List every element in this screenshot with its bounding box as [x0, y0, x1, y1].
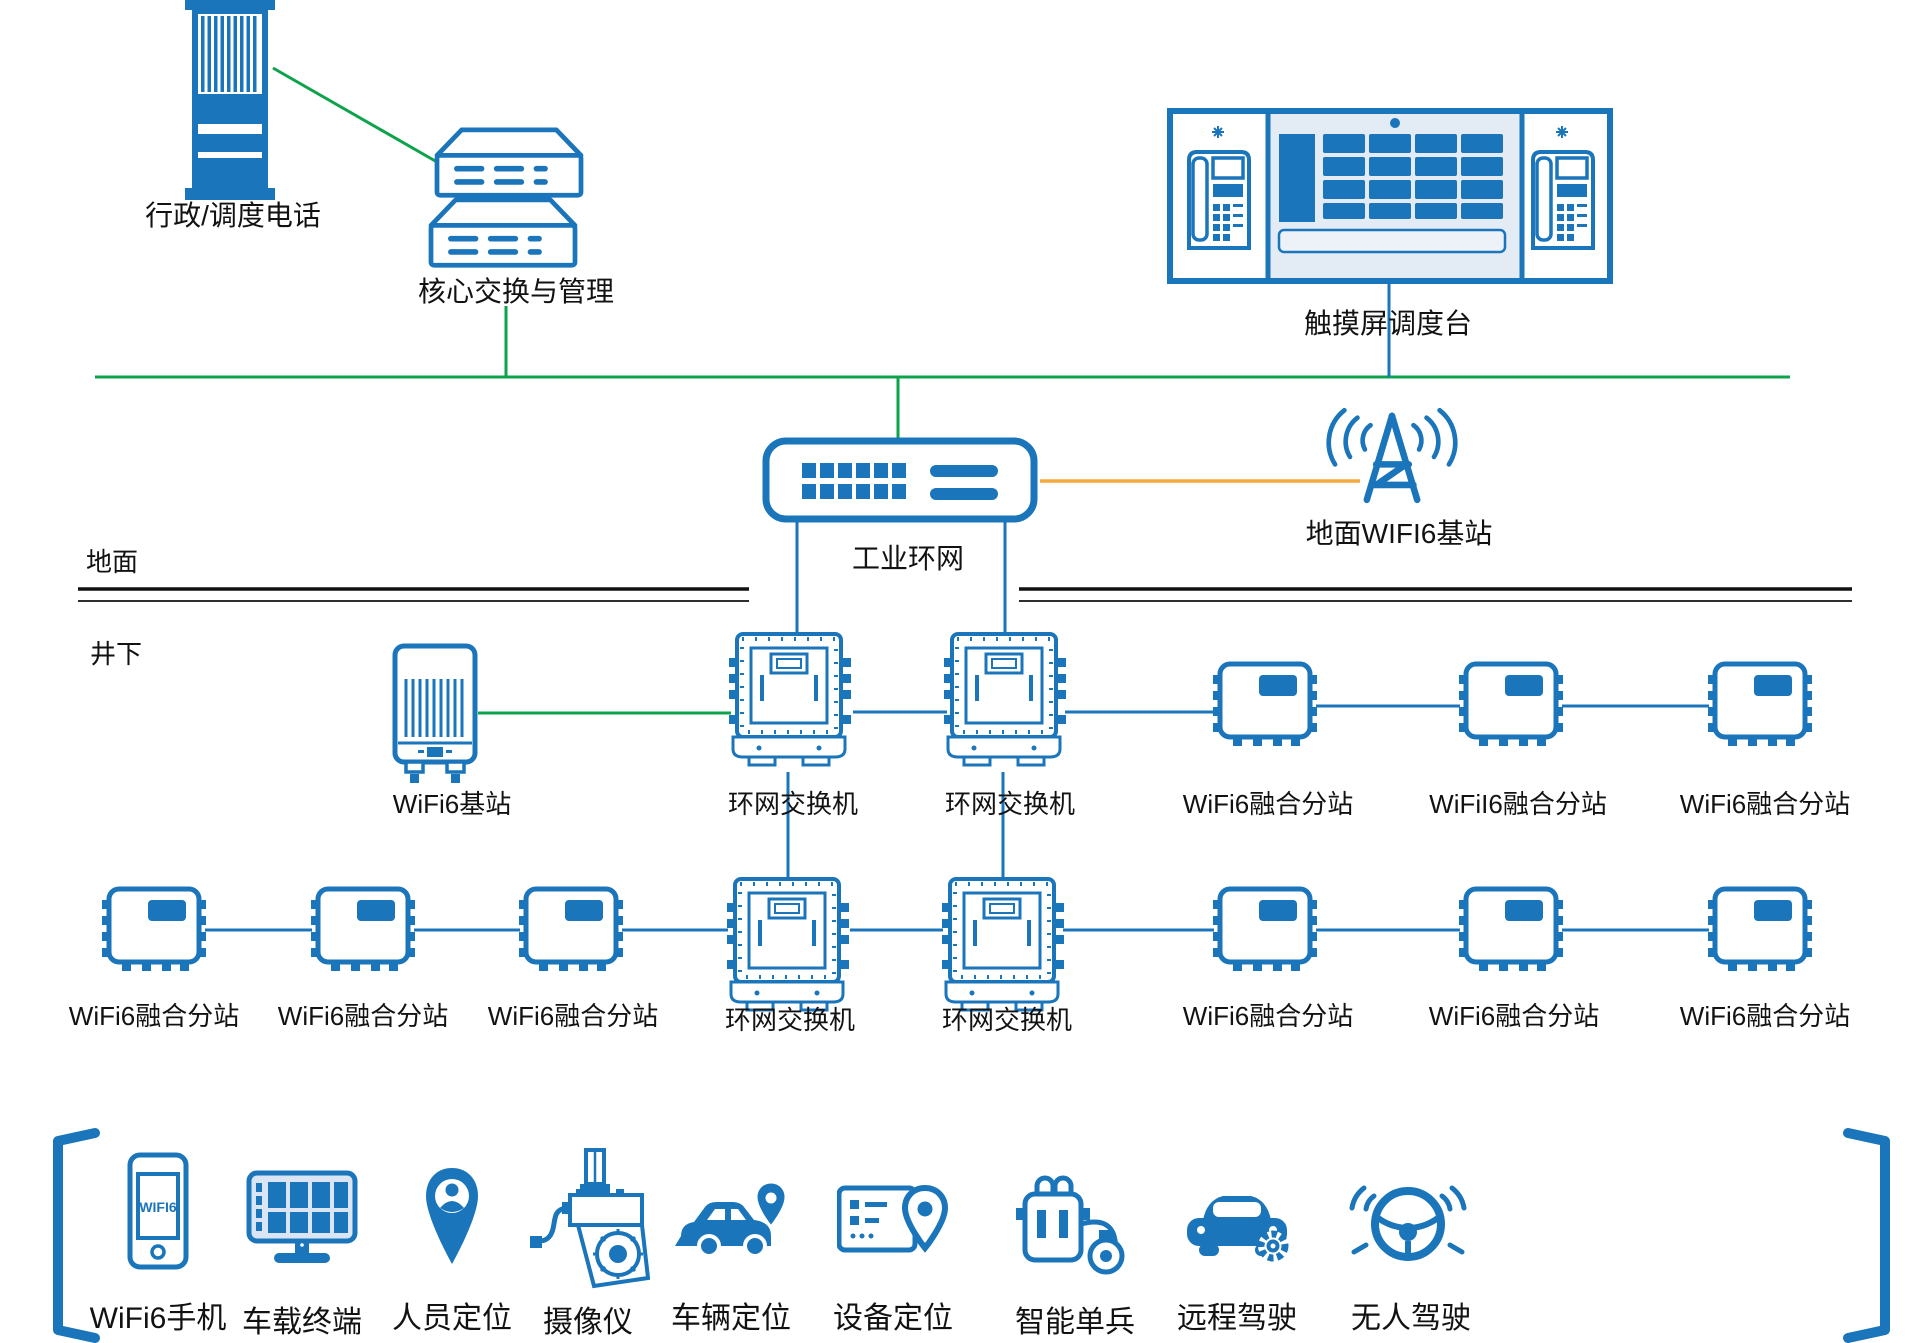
core-switch-icon-2	[427, 197, 579, 269]
ring-switch-icon-r2c2	[942, 876, 1064, 1018]
surface-wifi6-antenna-icon	[1322, 404, 1462, 508]
row2-label-0: WiFi6融合分站	[68, 1001, 240, 1031]
row2-label-6: WiFi6融合分站	[1428, 1001, 1600, 1031]
surface-zone-label: 地面	[86, 547, 139, 577]
fusion-substation-icon-r2c1	[311, 886, 415, 972]
touchscreen-console-label: 触摸屏调度台	[1303, 308, 1473, 339]
fusion-substation-icon-r2c7	[1708, 886, 1812, 972]
equipment-positioning-icon	[837, 1180, 949, 1264]
row1-label-4: WiFiI6融合分站	[1429, 789, 1607, 819]
row2-label-7: WiFi6融合分站	[1679, 1001, 1851, 1031]
terminal-label-8: 无人驾驶	[1351, 1302, 1471, 1335]
ring-switch-icon-r2c1	[727, 876, 849, 1018]
smart-soldier-icon	[1013, 1172, 1137, 1276]
camera-icon	[526, 1148, 650, 1290]
autonomous-driving-icon	[1338, 1176, 1478, 1272]
surface-wifi6-bs-label: 地面WIFI6基站	[1305, 518, 1493, 549]
ring-switch-icon-r1c2	[944, 631, 1066, 773]
row1-label-3: WiFi6融合分站	[1182, 789, 1354, 819]
row1-label-5: WiFi6融合分站	[1679, 789, 1851, 819]
row2-label-2: WiFi6融合分站	[487, 1001, 659, 1031]
terminal-label-7: 远程驾驶	[1177, 1302, 1297, 1335]
row2-label-3: 环网交换机	[724, 1005, 856, 1035]
terminal-label-1: 车载终端	[242, 1306, 362, 1339]
admin-phone-label: 行政/调度电话	[145, 200, 321, 231]
fusion-substation-icon-r1c3	[1213, 661, 1317, 747]
underground-zone-label: 井下	[90, 639, 143, 669]
fusion-substation-icon-r2c0	[102, 886, 206, 972]
terminal-label-2: 人员定位	[392, 1302, 512, 1335]
fusion-substation-icon-r2c6	[1459, 886, 1563, 972]
fusion-substation-icon-r2c2	[519, 886, 623, 972]
terminal-label-6: 智能单兵	[1015, 1306, 1135, 1339]
row2-label-5: WiFi6融合分站	[1182, 1001, 1354, 1031]
industrial-ring-switch-icon	[762, 437, 1038, 523]
right-bracket	[1843, 1128, 1890, 1343]
terminal-label-4: 车辆定位	[671, 1302, 791, 1335]
fusion-substation-icon-r2c5	[1213, 886, 1317, 972]
vehicle-positioning-icon	[675, 1180, 787, 1264]
core-switch-label: 核心交换与管理	[417, 276, 615, 307]
terminal-label-0: WiFi6手机	[89, 1302, 227, 1335]
fusion-substation-icon-r1c5	[1708, 661, 1812, 747]
remote-driving-icon	[1179, 1178, 1295, 1270]
left-bracket	[53, 1128, 100, 1343]
phone-screen-text: WIFI6	[139, 1199, 177, 1215]
wifi6-basestation-icon	[392, 643, 478, 785]
admin-phone-tower-icon	[185, 0, 275, 200]
row2-label-1: WiFi6融合分站	[277, 1001, 449, 1031]
row1-label-1: 环网交换机	[727, 789, 859, 819]
touchscreen-console-icon	[1167, 108, 1613, 284]
terminal-label-5: 设备定位	[833, 1302, 953, 1335]
industrial-ring-label: 工业环网	[851, 543, 965, 574]
terminal-label-3: 摄像仪	[543, 1306, 633, 1339]
row1-label-2: 环网交换机	[944, 789, 1076, 819]
row1-label-0: WiFi6基站	[392, 789, 512, 819]
personnel-positioning-icon	[422, 1166, 482, 1268]
green-link-phone-to-core	[272, 66, 438, 164]
fusion-substation-icon-r1c4	[1459, 661, 1563, 747]
wifi6-phone-icon: WIFI6	[127, 1152, 189, 1270]
row2-label-4: 环网交换机	[941, 1005, 1073, 1035]
vehicle-terminal-icon	[246, 1170, 358, 1268]
ring-switch-icon-r1c1	[729, 631, 851, 773]
core-switch-icon-1	[433, 127, 585, 199]
